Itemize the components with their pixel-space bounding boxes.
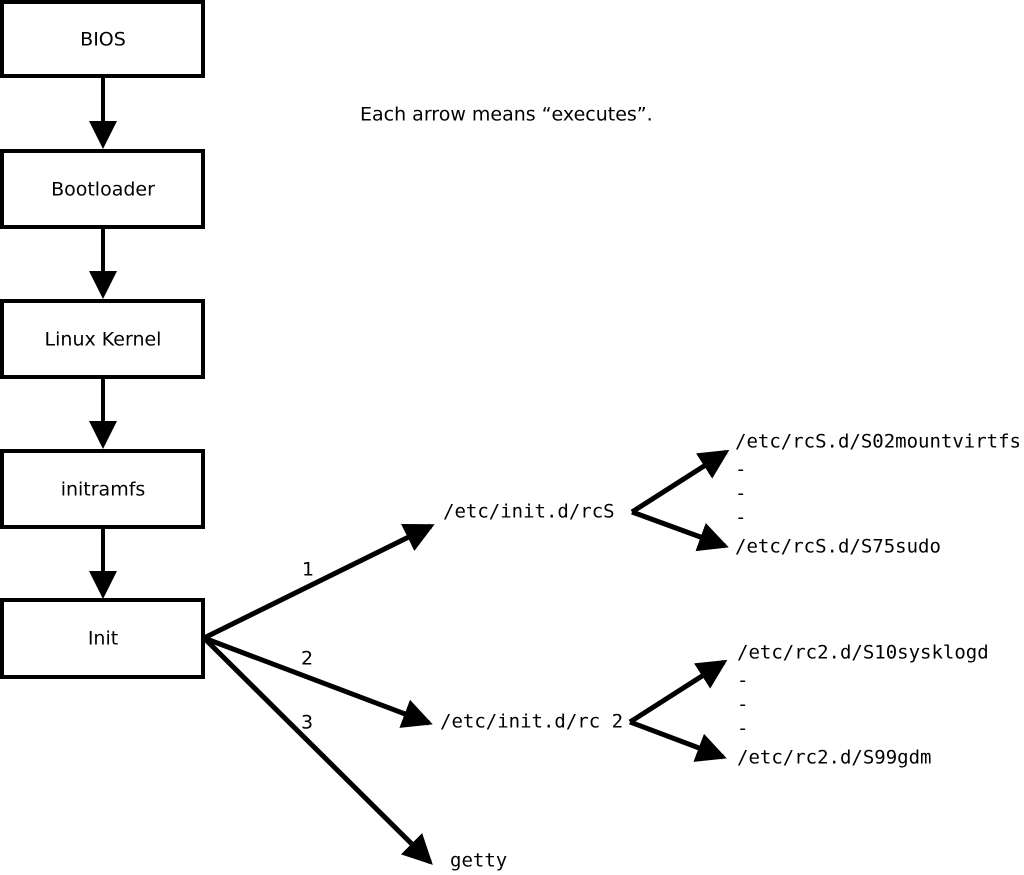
diagram-caption: Each arrow means “executes”. [360, 104, 653, 126]
box-initramfs: initramfs [0, 449, 205, 529]
box-bootloader: Bootloader [0, 149, 205, 229]
rc2-ellipsis-dash-3: - [737, 718, 748, 740]
box-bios-rect [0, 0, 205, 78]
init-targets-group: /etc/init.d/rcS /etc/init.d/rc 2 getty [440, 501, 623, 872]
rc2-ellipsis-dash-1: - [737, 670, 748, 692]
box-init: Init [0, 598, 205, 679]
rcs-script-first: /etc/rcS.d/S02mountvirtfs [735, 431, 1021, 453]
arrow-init-to-rcs [202, 523, 435, 641]
rcs-ellipsis-dash-3: - [735, 507, 746, 529]
rc2-branch-group: /etc/rc2.d/S10sysklogd - - - /etc/rc2.d/… [628, 642, 989, 769]
rcs-script-last: /etc/rcS.d/S75sudo [735, 536, 941, 558]
rcs-ellipsis-dash-1: - [735, 459, 746, 481]
arrow-init-to-getty [202, 636, 433, 865]
target-getty-label: getty [450, 850, 507, 872]
arrow-label-1: 1 [302, 559, 314, 581]
box-linux-kernel-label: Linux Kernel [45, 329, 162, 351]
arrow-rc2-to-first-script [628, 659, 728, 725]
box-init-label: Init [88, 628, 118, 650]
box-bios-label: BIOS [80, 29, 126, 51]
arrow-rcs-to-last-script [631, 509, 729, 552]
init-fanout-group: 1 2 3 [202, 523, 435, 865]
box-bios: BIOS [0, 0, 205, 78]
box-bootloader-label: Bootloader [51, 179, 155, 201]
rcs-ellipsis-dash-2: - [735, 483, 746, 505]
target-rc2-label: /etc/init.d/rc 2 [440, 711, 623, 733]
box-initramfs-label: initramfs [61, 479, 146, 501]
rc2-script-first: /etc/rc2.d/S10sysklogd [737, 642, 989, 664]
arrow-rc2-to-last-script [629, 719, 727, 762]
arrow-label-2: 2 [301, 648, 313, 670]
box-bootloader-rect [0, 149, 205, 229]
boot-chain-group: BIOS Bootloader Linux Kernel initramfs I [0, 0, 205, 679]
box-init-rect [0, 598, 205, 679]
rc2-script-last: /etc/rc2.d/S99gdm [737, 747, 931, 769]
rc2-ellipsis-dash-2: - [737, 694, 748, 716]
target-rcs-label: /etc/init.d/rcS [443, 501, 615, 523]
rcs-branch-group: /etc/rcS.d/S02mountvirtfs - - - /etc/rcS… [630, 431, 1021, 558]
arrow-rcs-to-first-script [630, 449, 730, 515]
arrow-init-to-rc2 [203, 635, 433, 728]
box-linux-kernel: Linux Kernel [0, 299, 205, 379]
arrow-label-3: 3 [301, 712, 313, 734]
box-linux-kernel-rect [0, 299, 205, 379]
